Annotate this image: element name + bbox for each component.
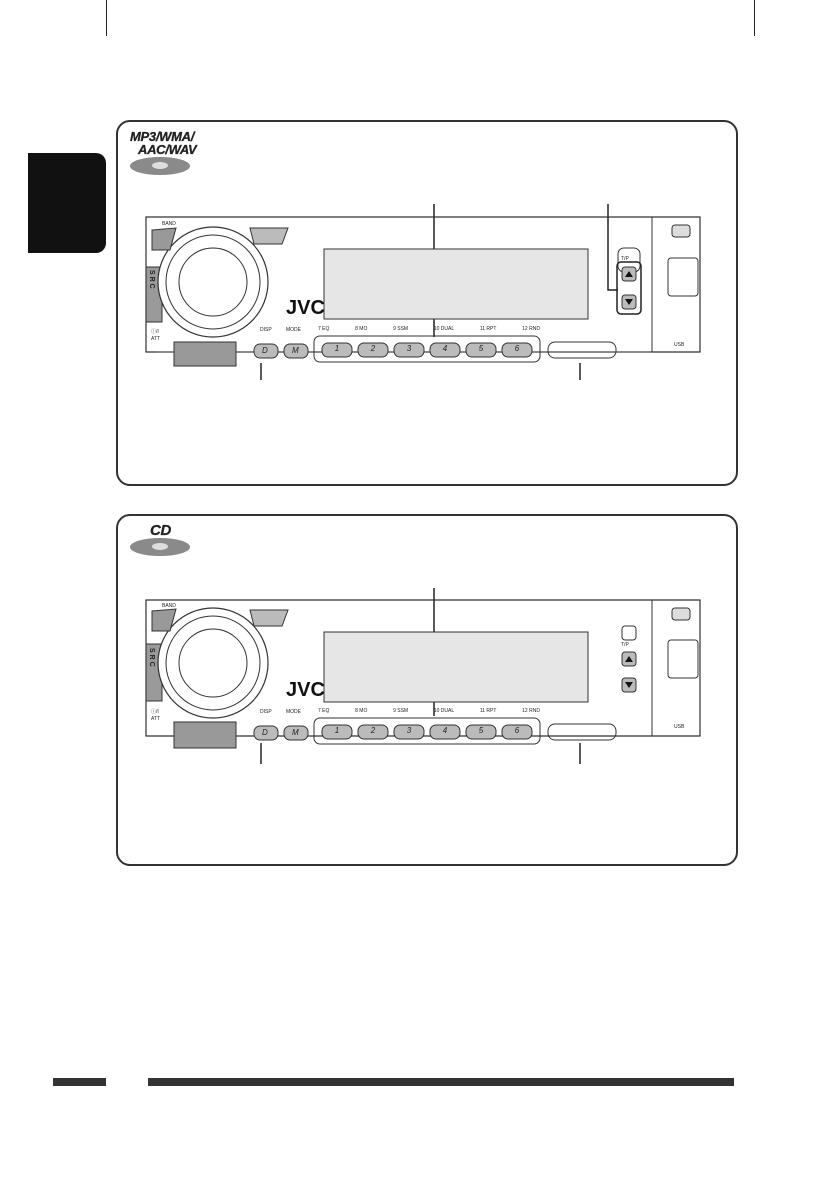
cd-panel: CD JVC BAND S R C ⓘ/ <box>116 514 738 866</box>
car-receiver-faceplate: JVC <box>145 588 701 764</box>
tp-label: T/P <box>621 642 629 648</box>
preset-button-5[interactable]: 5 <box>478 726 484 735</box>
preset-button-1[interactable]: 1 <box>334 344 340 353</box>
preset-button-3[interactable]: 3 <box>406 344 412 353</box>
preset-button-4[interactable]: 4 <box>442 344 448 353</box>
mp3-wma-aac-wav-panel: MP3/WMA/ AAC/WAV JVC <box>116 120 738 486</box>
footer-bar-left <box>53 1078 106 1086</box>
src-button-label[interactable]: S R C <box>148 270 155 289</box>
preset-button-6[interactable]: 6 <box>514 344 520 353</box>
preset-function-9: 9 SSM <box>393 708 409 714</box>
att-label: ATT <box>151 716 161 722</box>
preset-button-5[interactable]: 5 <box>478 344 484 353</box>
preset-function-labels: 7 EQ 8 MO 9 SSM 10 DUAL 11 RPT 12 RND <box>318 326 540 332</box>
preset-button-2[interactable]: 2 <box>370 726 376 735</box>
usb-label: USB <box>674 724 685 730</box>
m-button[interactable]: M <box>292 346 299 355</box>
brand-logo: JVC <box>286 297 325 319</box>
tp-label: T/P <box>621 256 629 262</box>
media-label-cd: CD <box>150 522 172 539</box>
d-button[interactable]: D <box>262 346 268 355</box>
d-button[interactable]: D <box>262 728 268 737</box>
preset-button-6[interactable]: 6 <box>514 726 520 735</box>
mode-label: MODE <box>286 709 301 715</box>
src-button-label[interactable]: S R C <box>148 648 155 667</box>
preset-function-8: 8 MO <box>355 326 368 332</box>
preset-number-buttons: 1 2 3 4 5 6 <box>322 344 532 353</box>
disp-label: DISP <box>260 327 272 333</box>
disc-icon <box>130 538 190 556</box>
disc-icon <box>130 157 190 175</box>
crop-mark-left <box>106 0 107 36</box>
preset-function-11: 11 RPT <box>479 708 497 714</box>
preset-function-11: 11 RPT <box>479 326 497 332</box>
preset-function-12: 12 RND <box>522 708 540 714</box>
disp-label: DISP <box>260 709 272 715</box>
crop-mark-right <box>754 0 755 36</box>
preset-function-10: 10 DUAL <box>433 326 455 332</box>
band-label: BAND <box>162 603 176 609</box>
band-label: BAND <box>162 221 176 227</box>
preset-function-9: 9 SSM <box>393 326 409 332</box>
usb-label: USB <box>674 342 685 348</box>
m-button[interactable]: M <box>292 728 299 737</box>
att-label: ATT <box>151 336 161 342</box>
footer-bar-right <box>148 1078 734 1086</box>
preset-button-4[interactable]: 4 <box>442 726 448 735</box>
preset-function-12: 12 RND <box>522 326 540 332</box>
media-label-line1: MP3/WMA/ <box>130 129 195 144</box>
preset-button-1[interactable]: 1 <box>334 726 340 735</box>
preset-function-labels: 7 EQ 8 MO 9 SSM 10 DUAL 11 RPT 12 RND <box>318 708 540 714</box>
power-label: ⓘ/I <box>151 709 159 715</box>
preset-button-2[interactable]: 2 <box>370 344 376 353</box>
brand-logo: JVC <box>286 679 325 701</box>
mp3-disc-label: MP3/WMA/ AAC/WAV <box>130 129 197 175</box>
power-label: ⓘ/I <box>151 329 159 335</box>
preset-button-3[interactable]: 3 <box>406 726 412 735</box>
preset-function-7: 7 EQ <box>318 326 330 332</box>
media-label-line2: AAC/WAV <box>138 142 197 157</box>
cd-disc-label: CD <box>130 522 190 556</box>
mode-label: MODE <box>286 327 301 333</box>
language-side-tab <box>28 153 106 253</box>
preset-function-7: 7 EQ <box>318 708 330 714</box>
car-receiver-faceplate: JVC <box>145 204 701 380</box>
preset-function-10: 10 DUAL <box>433 708 455 714</box>
preset-function-8: 8 MO <box>355 708 368 714</box>
preset-number-buttons: 1 2 3 4 5 6 <box>322 726 532 735</box>
